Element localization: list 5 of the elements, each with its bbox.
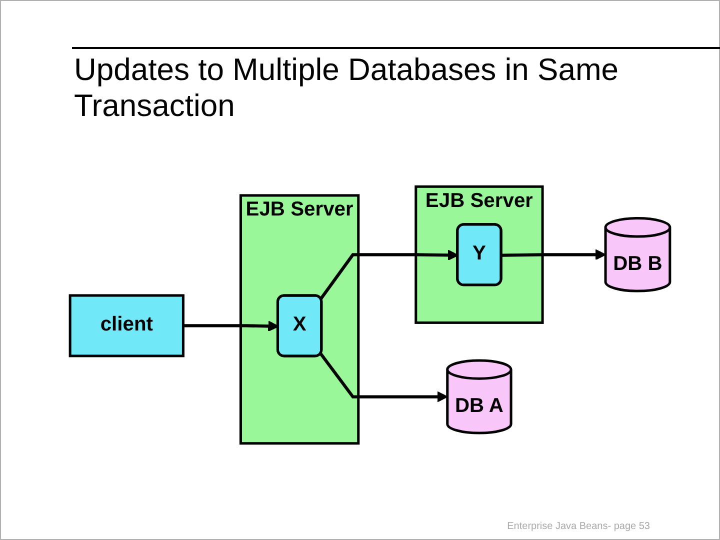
page-footer: Enterprise Java Beans- page 53	[507, 521, 650, 532]
arrow	[320, 352, 448, 402]
slide-title: Updates to Multiple Databases in Same Transaction	[74, 52, 620, 124]
arrow	[502, 249, 606, 260]
node-box: client	[68, 294, 184, 358]
